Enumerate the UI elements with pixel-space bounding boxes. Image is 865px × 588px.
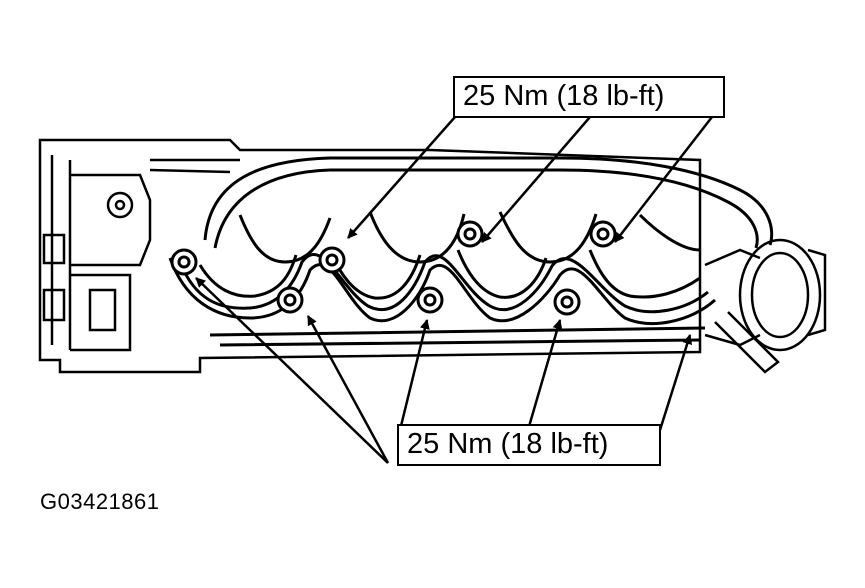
bolt-1 <box>170 248 198 276</box>
cylinder-head <box>38 138 702 374</box>
bolt-3 <box>456 220 484 248</box>
bolt-2 <box>318 246 346 274</box>
torque-callout-bottom: 25 Nm (18 lb-ft) <box>397 424 661 466</box>
bottom-callout-leaders <box>195 277 693 464</box>
bolt-7 <box>553 288 581 316</box>
torque-callout-top: 25 Nm (18 lb-ft) <box>453 76 725 118</box>
bolt-6 <box>416 286 444 314</box>
exhaust-manifold <box>168 156 774 347</box>
manifold-outlet-flange <box>704 238 827 374</box>
top-callout-leaders <box>347 116 713 243</box>
bolt-5 <box>276 286 304 314</box>
bolt-4 <box>589 220 617 248</box>
manifold-bolts <box>170 220 617 316</box>
figure-id-label: G03421861 <box>40 489 160 514</box>
